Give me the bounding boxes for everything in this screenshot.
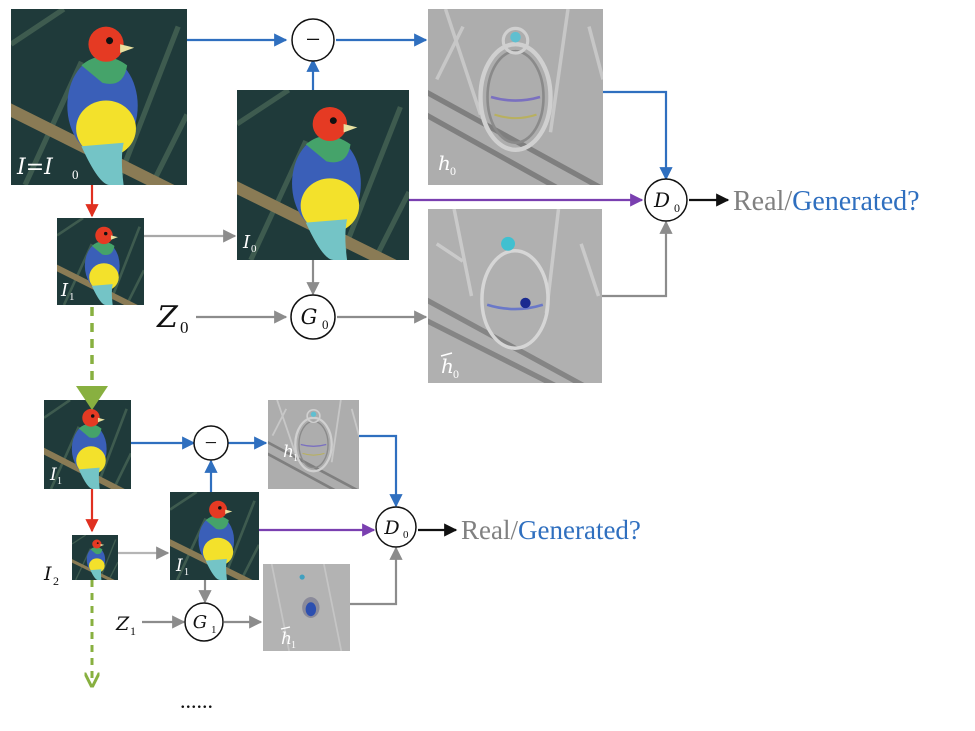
label-I2: I 2	[43, 563, 59, 588]
svg-text:I: I	[43, 563, 52, 585]
svg-text:h: h	[281, 629, 292, 649]
svg-text:h: h	[438, 151, 451, 175]
arrows-level-1	[92, 434, 458, 686]
svg-text:Z: Z	[156, 300, 179, 335]
image-h1-residual	[268, 400, 359, 489]
svg-text:h: h	[441, 354, 454, 378]
svg-text:G: G	[193, 612, 207, 633]
minus-node-1: −	[193, 425, 229, 461]
label-I1-level1: I 1	[49, 465, 62, 487]
svg-text:I: I	[242, 232, 251, 253]
label-h1: h 1	[283, 442, 298, 464]
label-I1-small: I 1	[60, 280, 75, 303]
output-label-level1: Real/Generated?	[461, 515, 641, 545]
svg-text:1: 1	[184, 567, 189, 578]
svg-text:0: 0	[450, 164, 456, 178]
svg-text:Z: Z	[115, 613, 130, 635]
svg-text:I: I	[60, 280, 69, 301]
svg-text:1: 1	[130, 624, 136, 638]
label-h0-tilde: h 0	[440, 352, 459, 381]
svg-text:G: G	[301, 305, 318, 329]
label-Z0: Z 0	[156, 300, 189, 337]
minus-node-0: −	[291, 18, 335, 62]
svg-text:0: 0	[180, 318, 189, 337]
svg-text:−: −	[306, 25, 321, 54]
arrows-level-0	[85, 33, 730, 398]
generator-node-G1: G 1	[184, 602, 224, 642]
svg-text:1: 1	[57, 476, 62, 487]
svg-text:I: I	[49, 465, 57, 485]
svg-text:0: 0	[72, 167, 79, 182]
svg-text:0: 0	[251, 243, 257, 255]
image-I0-upsampled	[228, 90, 417, 277]
discriminator-node-D0-level1: D 0	[375, 506, 417, 548]
svg-text:1: 1	[293, 453, 298, 464]
svg-text:h: h	[283, 442, 294, 462]
label-I-equals-I0: I=I 0	[16, 155, 79, 182]
generator-node-G0: G 0	[290, 294, 336, 340]
svg-text:D: D	[653, 188, 670, 212]
svg-text:1: 1	[211, 624, 217, 636]
label-Z1: Z 1	[115, 613, 136, 638]
svg-text:I=I: I=I	[16, 155, 54, 180]
ellipsis: ......	[180, 688, 213, 713]
svg-text:2: 2	[53, 574, 59, 588]
svg-text:1: 1	[69, 291, 75, 303]
label-I0-upsampled: I 0	[242, 232, 257, 255]
svg-text:0: 0	[322, 317, 329, 332]
discriminator-node-D0: D 0	[644, 178, 688, 222]
output-label-level0: Real/Generated?	[733, 186, 920, 217]
svg-text:0: 0	[674, 201, 680, 215]
label-h1-tilde: h 1	[280, 626, 296, 651]
label-I1-upsampled: I 1	[175, 556, 189, 578]
svg-text:−: −	[205, 430, 217, 455]
svg-text:0: 0	[403, 529, 409, 541]
svg-text:I: I	[175, 556, 183, 576]
svg-text:0: 0	[453, 367, 459, 381]
image-I2-small	[72, 535, 118, 580]
image-h1-generated	[263, 564, 350, 651]
svg-text:D: D	[383, 517, 399, 539]
label-h0: h 0	[438, 151, 456, 178]
green-arrowhead-large	[76, 386, 108, 410]
svg-text:1: 1	[291, 640, 296, 651]
